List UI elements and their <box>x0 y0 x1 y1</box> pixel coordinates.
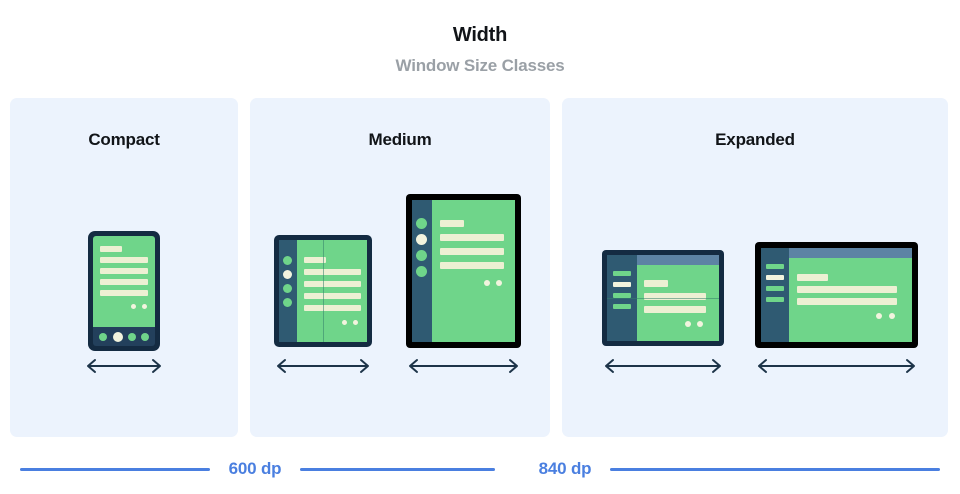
phone-bottom-nav-bar <box>93 327 155 346</box>
device-phone-compact <box>88 231 160 351</box>
nav-rail <box>761 248 789 342</box>
panel-title-expanded: Expanded <box>715 130 795 149</box>
content-line <box>100 257 148 263</box>
nav-dot <box>141 333 149 341</box>
rail-item-active <box>766 275 784 280</box>
content-dot <box>484 280 490 286</box>
content-line <box>304 305 361 311</box>
measure-line <box>610 468 940 471</box>
page-subtitle: Window Size Classes <box>395 56 565 75</box>
rail-dot <box>416 266 427 277</box>
tablet-landscape-screen <box>761 248 912 342</box>
measure-line <box>20 468 210 471</box>
content-dot <box>697 321 703 327</box>
content-line <box>304 269 361 275</box>
top-app-bar <box>761 248 912 258</box>
panel-title-medium: Medium <box>368 130 432 149</box>
nav-dot-active <box>113 332 123 342</box>
rail-dot <box>283 298 292 307</box>
rail-item-active <box>613 282 631 287</box>
content-dot <box>876 313 882 319</box>
device-foldable-landscape-expanded <box>602 250 724 346</box>
content-line <box>440 234 504 241</box>
width-arrow-medium-tablet <box>406 358 521 374</box>
content-dot <box>131 304 136 309</box>
content-line <box>100 279 148 285</box>
width-arrow-medium-foldable <box>274 358 372 374</box>
content-line <box>100 268 148 274</box>
rail-item <box>766 264 784 269</box>
device-foldable-portrait-medium <box>274 235 372 347</box>
nav-rail <box>412 200 432 342</box>
content-line <box>440 248 504 255</box>
content-dot <box>142 304 147 309</box>
nav-rail <box>279 240 297 342</box>
content-line <box>797 298 897 305</box>
rail-dot-active <box>283 270 292 279</box>
width-arrow-compact <box>84 358 164 374</box>
content-line <box>304 281 361 287</box>
rail-dot-active <box>416 234 427 245</box>
content-line <box>644 280 668 287</box>
rail-dot <box>416 250 427 261</box>
fold-crease <box>323 240 324 342</box>
content-dot <box>496 280 502 286</box>
content-line <box>304 293 361 299</box>
page-title: Width <box>452 24 508 46</box>
foldable-portrait-screen <box>279 240 367 342</box>
measure-label-600dp: 600 dp <box>228 459 282 478</box>
tablet-portrait-screen <box>412 200 515 342</box>
content-line <box>797 286 897 293</box>
content-line <box>100 246 122 252</box>
width-arrow-expanded-tablet <box>755 358 918 374</box>
nav-dot <box>128 333 136 341</box>
breakpoint-measure-bar: 600 dp 840 dp <box>0 455 960 485</box>
content-dot <box>889 313 895 319</box>
rail-item <box>613 271 631 276</box>
rail-item <box>613 293 631 298</box>
content-dot <box>685 321 691 327</box>
measure-label-840dp: 840 dp <box>538 459 592 478</box>
content-line <box>304 257 326 263</box>
foldable-landscape-screen <box>607 255 719 341</box>
rail-dot <box>283 284 292 293</box>
panel-expanded: Expanded <box>562 98 948 437</box>
top-app-bar <box>607 255 719 265</box>
width-arrow-expanded-foldable <box>602 358 724 374</box>
content-line <box>644 306 706 313</box>
fold-crease <box>607 298 719 299</box>
rail-dot <box>416 218 427 229</box>
content-dot <box>353 320 358 325</box>
panel-compact: Compact <box>10 98 238 437</box>
content-dot <box>342 320 347 325</box>
rail-item <box>613 304 631 309</box>
content-line <box>797 274 828 281</box>
content-line <box>100 290 148 296</box>
content-line <box>644 293 706 300</box>
nav-dot <box>99 333 107 341</box>
content-line <box>440 220 464 227</box>
device-tablet-portrait-medium <box>406 194 521 348</box>
rail-item <box>766 297 784 302</box>
panel-medium: Medium <box>250 98 550 437</box>
panel-title-compact: Compact <box>88 130 160 149</box>
content-line <box>440 262 504 269</box>
phone-screen <box>93 236 155 327</box>
rail-dot <box>283 256 292 265</box>
measure-line <box>300 468 495 471</box>
device-tablet-landscape-expanded <box>755 242 918 348</box>
rail-item <box>766 286 784 291</box>
